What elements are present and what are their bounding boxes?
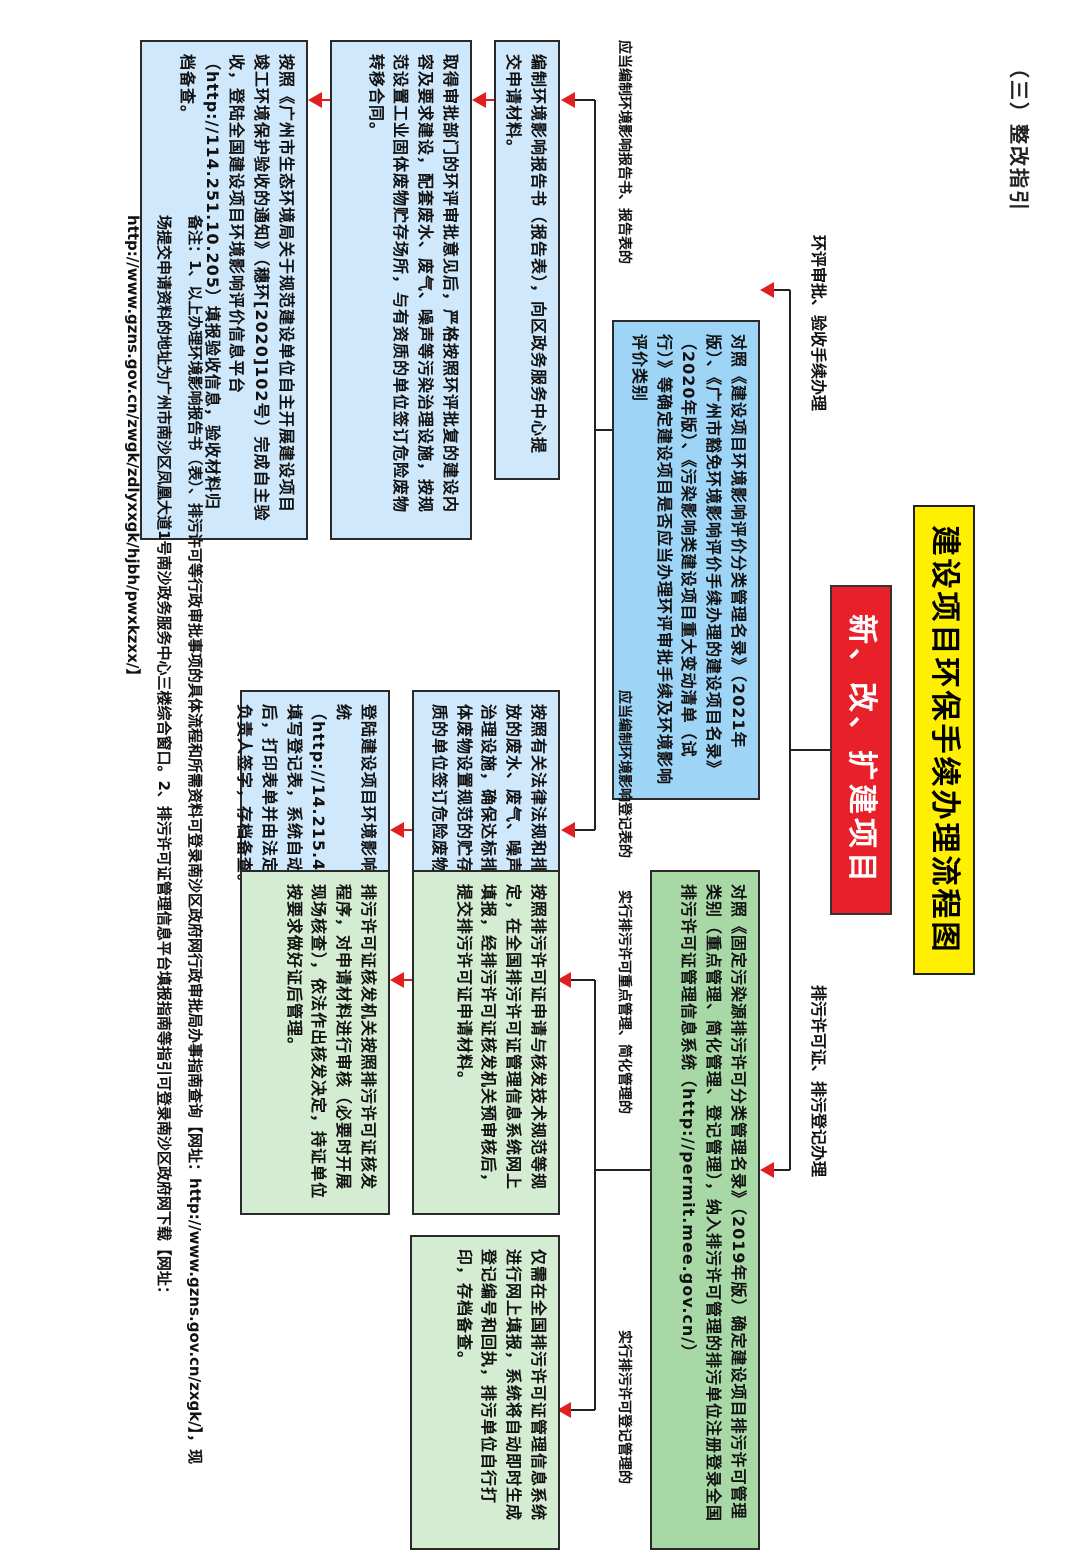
arrow-head [390, 822, 404, 838]
arrow-head [557, 972, 571, 988]
arrow-head [561, 92, 575, 108]
step-submit-report: 编制环境影响报告书（报告表），向区政务服务中心提交申请材料。 [494, 40, 560, 480]
step-construction: 取得审批部门的环评审批意见后，严格按照环评批复的建设内容及要求建设，配套废水、废… [330, 40, 472, 540]
step-permit-issue: 排污许可证核发机关按照排污许可证核发程序，对申请材料进行审核（必要时开展现场核查… [240, 870, 390, 1215]
step-permit-register: 仅需在全国排污许可证管理信息系统进行网上填报，系统将自动即时生成登记编号和回执，… [410, 1235, 560, 1550]
eia-classification-box: 对照《建设项目环境影响评价分类管理名录》（2021年版）、《广州市豁免环境影响评… [612, 320, 760, 800]
permit-registration-condition-label: 实行排污许可登记管理的 [616, 1330, 632, 1484]
arrow-head [561, 822, 575, 838]
arrow-head [472, 92, 486, 108]
permit-key-condition-label: 实行排污许可重点管理、简化管理的 [616, 890, 632, 1114]
report-condition-label: 应当编制环境影响报告书、报告表的 [616, 40, 632, 264]
permit-classification-box: 对照《固定污染源排污许可分类管理名录》（2019年版）确定建设项目排污许可管理类… [650, 870, 760, 1550]
arrow-head [557, 1402, 571, 1418]
remarks-text: 备注：1、以上办理环境影响报告书（表）、排污许可等行政审批事项的具体流程和所需资… [124, 215, 205, 1465]
arrow-head [308, 92, 322, 108]
arrow-head [390, 972, 404, 988]
step-permit-apply: 按照排污许可证申请与核发技术规范等规定，在全国排污许可证管理信息系统网上填报，经… [412, 870, 560, 1215]
arrow-head [760, 282, 774, 298]
arrow-head [760, 1162, 774, 1178]
